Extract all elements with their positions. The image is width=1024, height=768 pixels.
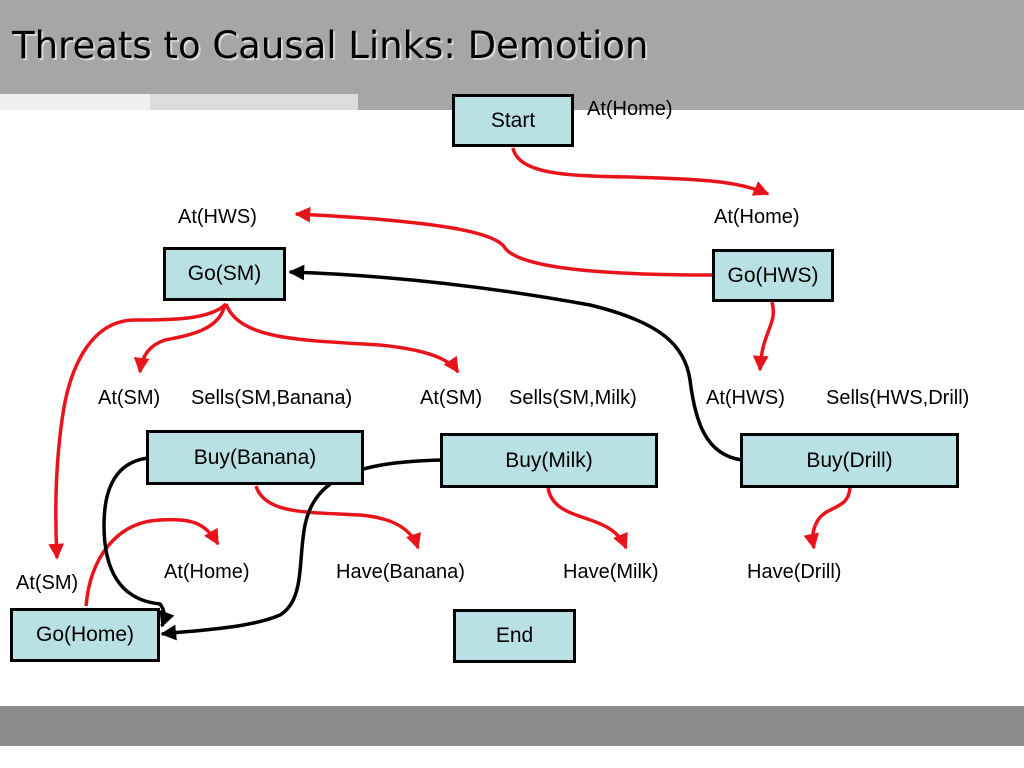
node-end: End (453, 609, 576, 663)
causal-link-go-sm-to-buy-milk (224, 303, 460, 374)
ordering-link-buy-banana-to-go-home (102, 456, 175, 628)
label-end-pre-drill: Have(Drill) (747, 561, 842, 583)
header-band (0, 0, 1024, 94)
label-buy-drill-pre-at: At(HWS) (706, 387, 785, 409)
label-buy-banana-pre-sells: Sells(SM,Banana) (191, 387, 353, 409)
label-end-pre-milk: Have(Milk) (563, 561, 659, 583)
node-go-sm: Go(SM) (163, 247, 286, 301)
footer-band (0, 706, 1024, 746)
node-buy-milk: Buy(Milk) (440, 433, 658, 488)
label-buy-banana-pre-at: At(SM) (98, 387, 161, 409)
label-buy-milk-pre-at: At(SM) (420, 387, 483, 409)
causal-link-go-hws-to-buy-drill (752, 301, 775, 372)
ordering-link-buy-milk-to-go-home (160, 458, 443, 641)
slide-title: Threats to Causal Links: Demotion (12, 24, 649, 67)
label-start-effect: At(Home) (587, 98, 673, 120)
causal-link-start-to-go-hws (511, 147, 770, 196)
causal-link-buy-milk-to-end (546, 487, 628, 550)
label-buy-milk-pre-sells: Sells(SM,Milk) (509, 387, 637, 409)
header-accent-light (0, 94, 150, 110)
node-go-hws: Go(HWS) (712, 249, 834, 302)
causal-link-go-hws-to-go-sm (294, 206, 713, 277)
label-end-pre-banana: Have(Banana) (336, 561, 465, 583)
causal-link-buy-drill-to-end (803, 487, 852, 550)
node-buy-banana: Buy(Banana) (146, 430, 364, 485)
node-start: Start (452, 94, 574, 147)
label-go-home-pre-at: At(SM) (16, 572, 79, 594)
causal-link-go-home-to-end (84, 517, 220, 607)
causal-link-buy-banana-to-end (254, 485, 421, 550)
causal-link-go-sm-to-buy-banana (133, 303, 227, 374)
label-end-pre-home: At(Home) (164, 561, 250, 583)
label-buy-drill-pre-sells: Sells(HWS,Drill) (826, 387, 970, 409)
node-buy-drill: Buy(Drill) (740, 433, 959, 488)
header-accent-mid (150, 94, 358, 110)
label-go-hws-precondition: At(Home) (714, 206, 800, 228)
causal-link-go-sm-to-go-home (48, 302, 228, 560)
node-go-home: Go(Home) (10, 608, 160, 662)
label-go-sm-precondition: At(HWS) (178, 206, 257, 228)
ordering-link-buy-drill-to-go-sm (288, 264, 743, 462)
